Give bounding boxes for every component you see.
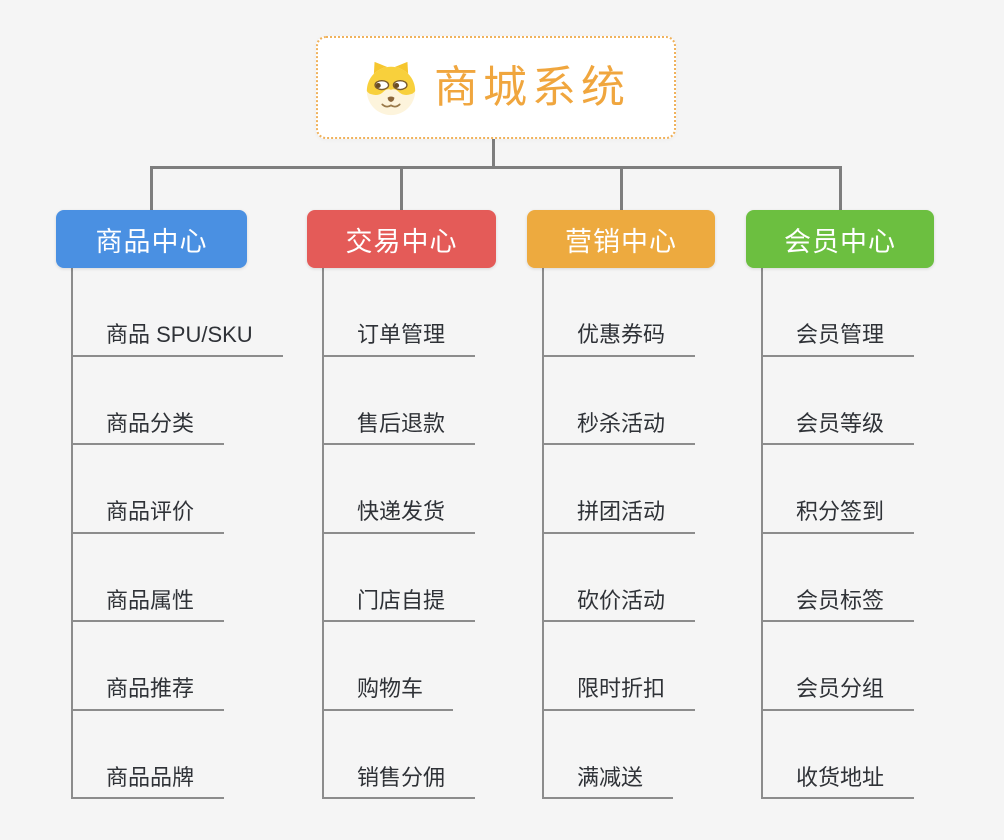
branch-header-marketing-center[interactable]: 营销中心 [527, 210, 715, 268]
list-item[interactable]: 满减送 [544, 711, 674, 799]
list-item[interactable]: 积分签到 [763, 445, 915, 534]
list-item[interactable]: 商品分类 [73, 357, 225, 445]
list-item[interactable]: 商品属性 [73, 534, 225, 622]
root-node[interactable]: 商城系统 [316, 36, 676, 139]
connector-drop [400, 166, 403, 212]
list-item[interactable]: 商品推荐 [73, 622, 225, 711]
list-item[interactable]: 秒杀活动 [544, 357, 696, 445]
list-item[interactable]: 门店自提 [324, 534, 476, 622]
root-title: 商城系统 [434, 62, 630, 112]
list-item[interactable]: 优惠券码 [544, 268, 696, 357]
branch-header-product-center[interactable]: 商品中心 [56, 210, 247, 268]
branch-header-trade-center[interactable]: 交易中心 [307, 210, 496, 268]
connector-drop [838, 166, 842, 212]
list-item[interactable]: 会员等级 [763, 357, 915, 445]
branch-marketing-center: 营销中心优惠券码秒杀活动拼团活动砍价活动限时折扣满减送 [527, 166, 715, 799]
connector-rail [150, 166, 841, 169]
list-item[interactable]: 会员标签 [763, 534, 915, 622]
branch-member-center: 会员中心会员管理会员等级积分签到会员标签会员分组收货地址 [746, 166, 934, 799]
doge-icon [366, 61, 416, 115]
branch-item-list: 优惠券码秒杀活动拼团活动砍价活动限时折扣满减送 [542, 268, 696, 799]
list-item[interactable]: 收货地址 [763, 711, 915, 799]
list-item[interactable]: 限时折扣 [544, 622, 696, 711]
list-item[interactable]: 售后退款 [324, 357, 476, 445]
list-item[interactable]: 商品评价 [73, 445, 225, 534]
list-item[interactable]: 会员管理 [763, 268, 915, 357]
branch-trade-center: 交易中心订单管理售后退款快递发货门店自提购物车销售分佣 [307, 166, 496, 799]
connector-root-stub [492, 139, 495, 169]
connector-drop [619, 166, 623, 212]
list-item[interactable]: 快递发货 [324, 445, 476, 534]
list-item[interactable]: 会员分组 [763, 622, 915, 711]
connector-drop [150, 166, 153, 212]
list-item[interactable]: 拼团活动 [544, 445, 696, 534]
list-item[interactable]: 砍价活动 [544, 534, 696, 622]
list-item[interactable]: 商品品牌 [73, 711, 225, 799]
branch-header-member-center[interactable]: 会员中心 [746, 210, 934, 268]
list-item[interactable]: 销售分佣 [324, 711, 476, 799]
list-item[interactable]: 订单管理 [324, 268, 476, 357]
list-item[interactable]: 购物车 [324, 622, 454, 711]
branch-item-list: 订单管理售后退款快递发货门店自提购物车销售分佣 [322, 268, 476, 799]
list-item[interactable]: 商品 SPU/SKU [73, 268, 283, 357]
branch-item-list: 会员管理会员等级积分签到会员标签会员分组收货地址 [761, 268, 915, 799]
